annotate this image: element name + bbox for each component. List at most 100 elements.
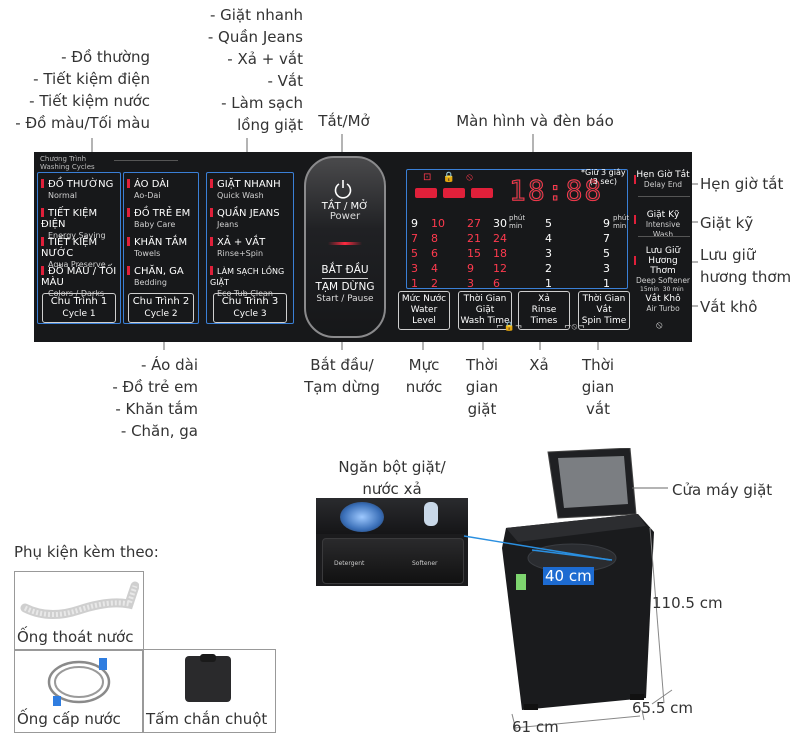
power-start-knob: TẮT / MỞ Power BẮT ĐẦU TẠM DỪNG Start / … xyxy=(304,156,386,338)
callout-normal: - Đồ thường xyxy=(61,48,150,66)
callout-spin: - Vắt xyxy=(267,72,303,90)
callout-spin-time-2: gian xyxy=(581,378,615,396)
delay-end-sub: Delay End xyxy=(643,180,683,189)
wash-time-button[interactable]: Thời Gian Giặt Wash Time xyxy=(458,291,512,330)
callout-energy-saving: - Tiết kiệm điện xyxy=(33,70,150,88)
hold-note: *Giữ 3 giây (3 sec) xyxy=(581,168,626,186)
cycle-1-label: Chu Trình 1 xyxy=(50,296,108,307)
callout-start-pause-1: Bắt đầu/ xyxy=(310,356,374,374)
callout-rinse-1: Xả xyxy=(529,356,549,374)
water-level-button[interactable]: Mức Nước Water Level xyxy=(398,291,450,330)
callout-start-pause-2: Tạm dừng xyxy=(304,378,380,396)
mute-icon: ⦸ xyxy=(466,172,473,183)
cycle-3-sub: Cycle 3 xyxy=(233,309,267,319)
wash-time-sub: Wash Time xyxy=(460,316,510,326)
power-button[interactable]: TẮT / MỞ Power xyxy=(306,202,384,222)
air-turbo-label: Vắt Khô xyxy=(645,294,681,304)
mute-icon-small: ⦸ xyxy=(656,320,663,331)
start-pause-button[interactable]: BẮT ĐẦU TẠM DỪNG Start / Pause xyxy=(306,264,384,305)
cycle-1-button[interactable]: Chu Trình 1 Cycle 1 xyxy=(42,293,116,323)
start-label-1: BẮT ĐẦU xyxy=(321,264,369,276)
callout-delay-end: Hẹn giờ tắt xyxy=(700,175,784,193)
spin-time-button[interactable]: Thời Gian Vắt Spin Time xyxy=(578,291,630,330)
cycle-3-button[interactable]: Chu Trình 3 Cycle 3 xyxy=(213,293,287,323)
cycle-2-button[interactable]: Chu Trình 2 Cycle 2 xyxy=(128,293,194,323)
callout-spin-time-1: Thời xyxy=(581,356,614,374)
softener-cap xyxy=(424,502,438,526)
callout-intensive: Giặt kỹ xyxy=(700,214,754,232)
hold-note-2: (3 sec) xyxy=(589,177,617,186)
callout-rinse: Xả xyxy=(522,354,556,376)
dispenser-callout-2: nước xả xyxy=(362,480,422,498)
rinse-sub: Rinse Times xyxy=(530,305,558,326)
lid-glass xyxy=(558,456,628,508)
accessory-drain-hose: Ống thoát nước xyxy=(14,571,144,651)
bottom-program-callouts: - Áo dài - Đồ trẻ em - Khăn tắm - Chăn, … xyxy=(80,354,198,442)
energy-label xyxy=(516,574,526,590)
machine-top xyxy=(506,514,646,542)
panel-header-vn: Chương Trình xyxy=(40,155,87,163)
wash-time-label: Thời Gian Giặt xyxy=(463,294,507,315)
softener-label-2: Hương Thơm xyxy=(648,256,678,276)
width-label: 61 cm xyxy=(512,718,559,736)
callout-start-pause: Bắt đầu/ Tạm dừng xyxy=(295,354,389,398)
cycle-2-sub: Cycle 2 xyxy=(144,309,178,319)
cycle-3-label: Chu Trình 3 xyxy=(221,296,279,307)
inlet-hose-icon xyxy=(47,658,111,706)
drain-hose-icon xyxy=(20,581,139,619)
mute-hint-icon: ⌐⦸¬ xyxy=(564,322,585,332)
air-turbo-button[interactable]: Vắt Khô Air Turbo xyxy=(636,294,690,314)
rinse-label: Xả xyxy=(538,294,550,304)
callout-display: Màn hình và đèn báo xyxy=(456,112,614,130)
rinse-button[interactable]: Xả Rinse Times xyxy=(518,291,570,330)
callout-wash-time-2: gian xyxy=(465,378,499,396)
callout-air-turbo: Vắt khô xyxy=(700,298,758,316)
air-turbo-sub: Air Turbo xyxy=(646,304,680,313)
deep-softener-button[interactable]: Lưu Giữ Hương Thơm Deep Softener xyxy=(636,246,690,286)
callout-water-level-1: Mực xyxy=(408,356,440,374)
dimension-lines xyxy=(511,527,673,731)
foot-left xyxy=(524,704,538,710)
callout-wash-time-1: Thời xyxy=(465,356,498,374)
rinse-icon xyxy=(443,188,465,198)
accessory-inlet-hose: Ống cấp nước xyxy=(14,649,144,733)
start-label-2: TẠM DỪNG xyxy=(315,281,375,293)
inlet-hose-label: Ống cấp nước xyxy=(17,710,121,728)
callout-colors-darks: - Đồ màu/Tối màu xyxy=(15,114,150,132)
hold-note-1: *Giữ 3 giây xyxy=(581,168,626,177)
callout-wash-time: Thời gian giặt xyxy=(458,354,506,420)
intensive-wash-button[interactable]: Giặt Kỹ Intensive Wash xyxy=(636,210,690,240)
delay-end-button[interactable]: Hẹn Giờ Tắt Delay End xyxy=(636,170,690,190)
power-icon[interactable] xyxy=(332,178,354,200)
callout-spin-time: Thời gian vắt xyxy=(574,354,622,420)
power-label-en: Power xyxy=(329,211,361,222)
washing-machine-diagram xyxy=(463,448,673,731)
lock-icon: 🔒 xyxy=(442,172,456,183)
air-turbo-times: 15min 30 min xyxy=(640,286,684,293)
diameter-label: 40 cm xyxy=(543,567,594,585)
callout-ao-dai: - Áo dài xyxy=(140,356,198,374)
cycle-2-label: Chu Trình 2 xyxy=(132,296,190,307)
softener-label-1: Lưu Giữ xyxy=(645,246,681,256)
